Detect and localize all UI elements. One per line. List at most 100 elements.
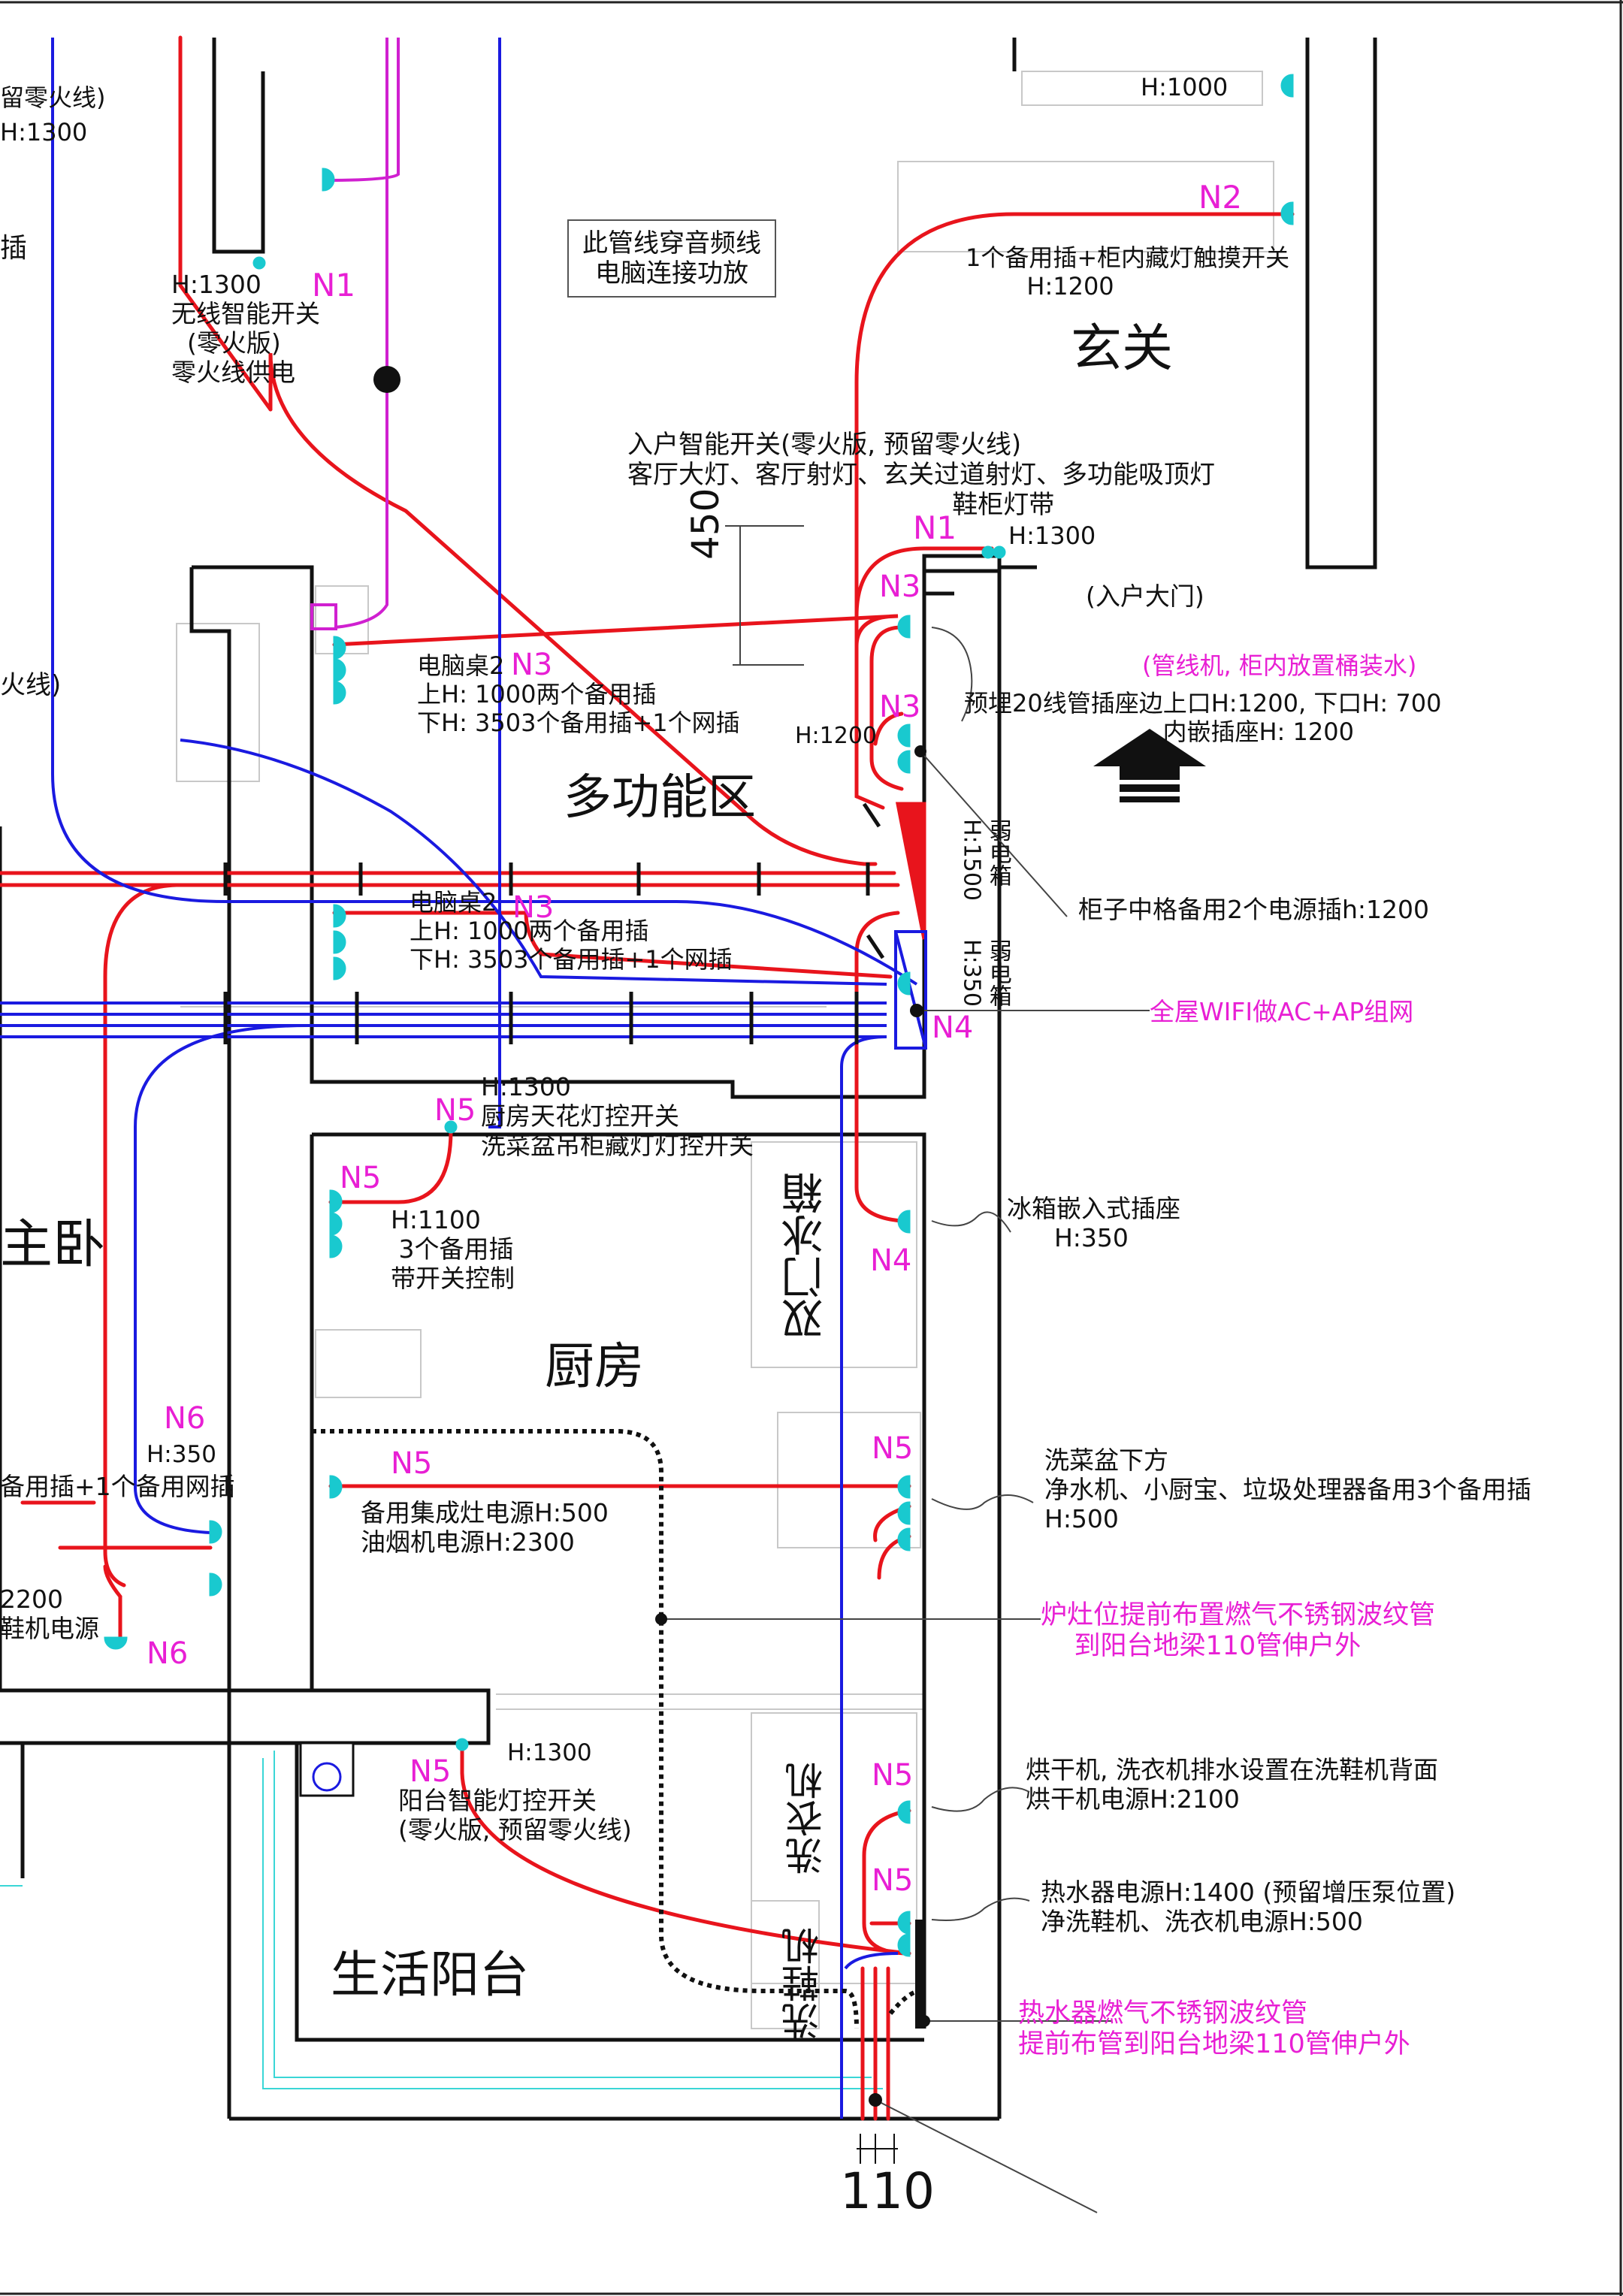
node-n3-b: N3 bbox=[879, 690, 921, 724]
note-n1-switch: H:1300 无线智能开关 (零火版) 零火线供电 bbox=[171, 270, 320, 387]
note-sink-under: 洗菜盆下方 净水机、小厨宝、垃圾处理器备用3个备用插 H:500 bbox=[1044, 1446, 1531, 1533]
leader-lines bbox=[661, 525, 1150, 2213]
note-kitchen-3plugs: H:1100 3个备用插 带开关控制 bbox=[391, 1205, 515, 1293]
note-left-2200: 2200 鞋机电源 bbox=[0, 1585, 99, 1643]
node-n5-e: N5 bbox=[410, 1754, 452, 1789]
socket-icon bbox=[329, 1234, 343, 1258]
switch-icon bbox=[252, 256, 266, 270]
socket-icon bbox=[333, 636, 346, 660]
dim-450: 450 bbox=[684, 488, 727, 560]
power-wires bbox=[0, 35, 1295, 2121]
note-top-left-2: H:1300 bbox=[0, 118, 88, 147]
note-n6-h350: H:350 bbox=[147, 1441, 216, 1468]
note-weak-box-2: 弱电箱 H:350 bbox=[958, 939, 1011, 1007]
socket-icon bbox=[897, 1527, 911, 1551]
socket-icon bbox=[209, 1572, 222, 1597]
node-n5-f: N5 bbox=[872, 1758, 914, 1793]
socket-icon bbox=[897, 1501, 911, 1525]
socket-icon bbox=[329, 1475, 343, 1499]
shoe-washer-label: 洗鞋机 bbox=[781, 1927, 825, 2040]
data-run-ticks bbox=[223, 992, 859, 1044]
note-entry-h1300: H:1300 bbox=[1008, 521, 1096, 550]
switch-icon bbox=[455, 1738, 469, 1751]
note-weak-box-1: 弱电箱 H:1500 bbox=[958, 819, 1011, 902]
fridge-label: 双门冰箱 bbox=[781, 1172, 830, 1340]
node-n2: N2 bbox=[1198, 179, 1243, 216]
note-socket-20: 预埋20线管插座边上口H:1200, 下口H: 700 内嵌插座H: 1200 bbox=[964, 689, 1442, 746]
node-n4-a: N4 bbox=[932, 1011, 974, 1045]
node-n3-a: N3 bbox=[879, 569, 921, 604]
note-balcony-switch: 阳台智能灯控开关 (零火版, 预留零火线) bbox=[398, 1786, 632, 1844]
node-n4-b: N4 bbox=[870, 1243, 912, 1278]
floor-drain-icon bbox=[312, 1762, 342, 1792]
note-stove: 备用集成灶电源H:500 油烟机电源H:2300 bbox=[361, 1498, 609, 1557]
note-kitchen-switch: H:1300 厨房天花灯控开关 洗菜盆吊柜藏灯灯控开关 bbox=[481, 1072, 754, 1160]
furniture-outlines bbox=[176, 71, 1274, 2029]
balcony-edge-lines bbox=[0, 1751, 883, 2089]
walls bbox=[0, 38, 1377, 2121]
socket-icon bbox=[897, 750, 911, 774]
socket-icon bbox=[333, 930, 346, 954]
audio-wire bbox=[310, 38, 400, 630]
dim-110: 110 bbox=[840, 2162, 935, 2220]
socket-icon bbox=[1280, 201, 1294, 225]
socket-icon bbox=[333, 658, 346, 682]
socket-icon bbox=[897, 1475, 911, 1499]
socket-icon bbox=[322, 168, 335, 192]
switch-icon bbox=[981, 545, 995, 559]
junction-dots bbox=[655, 745, 930, 2107]
socket-icon bbox=[209, 1520, 222, 1544]
note-top-left-3: 插 bbox=[0, 233, 28, 264]
socket-icon bbox=[897, 1911, 911, 1935]
note-entry-switch: 入户智能开关(零火版, 预留零火线) 客厅大灯、客厅射灯、玄关过道射灯、多功能吸… bbox=[627, 430, 1215, 521]
note-heater: 热水器电源H:1400 (预留增压泵位置) 净洗鞋机、洗衣机电源H:500 bbox=[1041, 1878, 1456, 1936]
socket-icon bbox=[333, 956, 346, 980]
socket-icon bbox=[897, 1210, 911, 1234]
socket-icon bbox=[897, 724, 911, 748]
socket-icon bbox=[104, 1636, 128, 1650]
note-top-left-1: 留零火线) bbox=[0, 83, 106, 112]
room-master-bedroom: 主卧 bbox=[0, 1213, 105, 1275]
note-audio-box: 此管线穿音频线 电脑连接功放 bbox=[567, 219, 776, 298]
socket-icon bbox=[329, 1189, 343, 1213]
note-n6-plugs: 备用插+1个备用网插 bbox=[0, 1472, 235, 1501]
data-wires bbox=[0, 38, 927, 2119]
node-n5-a: N5 bbox=[434, 1093, 476, 1128]
wall-fill bbox=[922, 554, 1002, 573]
node-n5-d: N5 bbox=[872, 1431, 914, 1466]
socket-symbols bbox=[104, 74, 1294, 1957]
socket-icon bbox=[333, 904, 346, 928]
note-h1000: H:1000 bbox=[1141, 73, 1229, 101]
socket-icon bbox=[333, 681, 346, 705]
socket-icon bbox=[897, 1933, 911, 1957]
node-n1-top: N1 bbox=[312, 267, 356, 304]
node-n3-d: N3 bbox=[512, 890, 555, 925]
floor-drain-frame bbox=[299, 1742, 355, 1797]
audio-dot bbox=[373, 366, 400, 393]
socket-icon bbox=[897, 1800, 911, 1824]
note-top-left-4: 火线) bbox=[0, 670, 62, 700]
note-cabinet-2: 柜子中格备用2个电源插h:1200 bbox=[1078, 895, 1430, 924]
socket-icon bbox=[897, 971, 911, 995]
run-ticks bbox=[223, 802, 885, 959]
note-desk-1: 电脑桌2 上H: 1000两个备用插 下H: 3503个备用插+1个网插 bbox=[417, 651, 740, 737]
socket-icon bbox=[329, 1212, 343, 1236]
node-n5-c: N5 bbox=[391, 1446, 433, 1481]
note-fridge-socket: 冰箱嵌入式插座 H:350 bbox=[1007, 1194, 1180, 1252]
room-multifunction: 多功能区 bbox=[564, 770, 756, 826]
node-n5-g: N5 bbox=[872, 1863, 914, 1898]
switch-icon bbox=[444, 1120, 458, 1134]
note-balcony-h1300: H:1300 bbox=[507, 1739, 592, 1766]
switch-icon bbox=[993, 545, 1006, 559]
room-xuanguan: 玄关 bbox=[1071, 319, 1174, 379]
note-pipe-machine: (管线机, 柜内放置桶装水) bbox=[1142, 651, 1417, 680]
note-h1200-mid: H:1200 bbox=[795, 723, 878, 749]
note-desk-2: 电脑桌2 上H: 1000两个备用插 下H: 3503个备用插+1个网插 bbox=[410, 888, 733, 974]
node-n3-c: N3 bbox=[511, 648, 553, 682]
room-kitchen: 厨房 bbox=[545, 1337, 644, 1395]
note-heater-gas: 热水器燃气不锈钢波纹管 提前布管到阳台地梁110管伸户外 bbox=[1018, 1998, 1410, 2060]
socket-icon bbox=[897, 615, 911, 639]
note-entry-door: (入户大门) bbox=[1086, 582, 1204, 611]
node-n6-b: N6 bbox=[147, 1636, 189, 1671]
